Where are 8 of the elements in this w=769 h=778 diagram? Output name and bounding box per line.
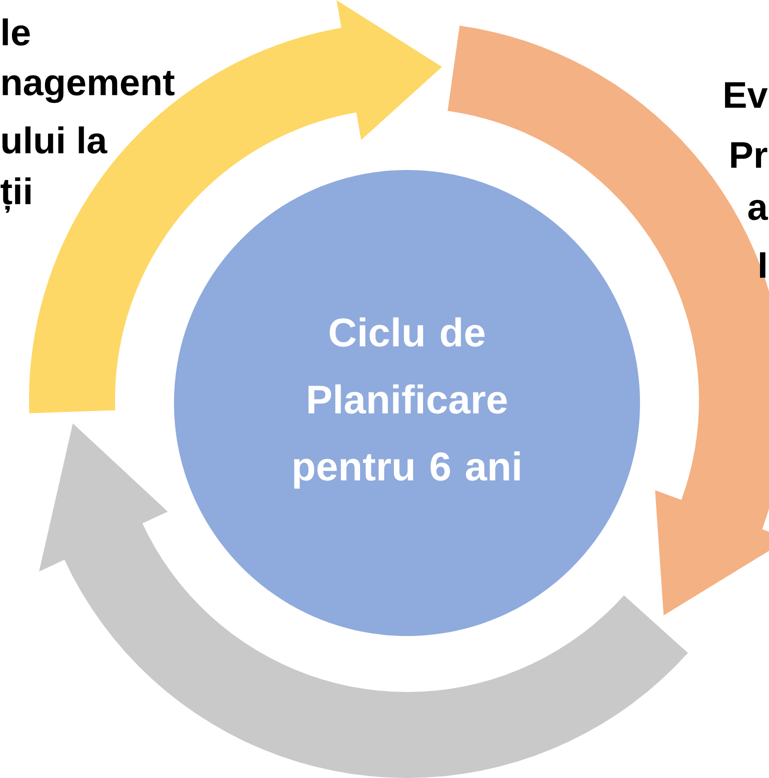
text-fragment: Pr <box>731 142 768 168</box>
text-fragment: ului la <box>2 126 108 154</box>
text-fragment: nagement <box>2 71 174 103</box>
text-fragment: le <box>2 18 30 46</box>
text-fragment: I <box>760 252 766 278</box>
text-fragment: Ev <box>725 82 768 108</box>
text-fragment: ții <box>0 177 30 213</box>
text-fragment: a <box>748 200 768 220</box>
